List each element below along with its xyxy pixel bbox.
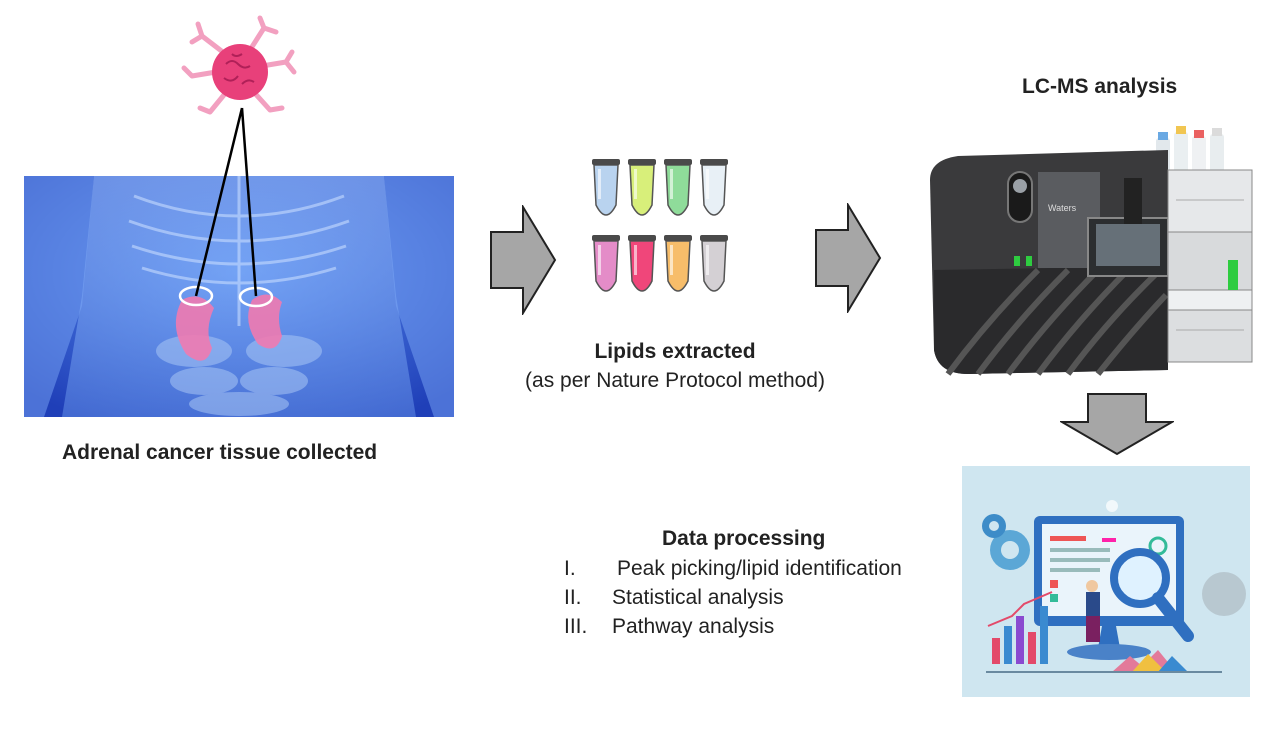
- data-analysis-illustration: [962, 466, 1250, 697]
- lipids-caption: Lipids extracted: [594, 340, 756, 363]
- processing-step-1: I. Peak picking/lipid identification: [564, 554, 954, 583]
- processing-steps: I. Peak picking/lipid identification II.…: [564, 554, 954, 641]
- abdomen-body-image: [24, 176, 454, 417]
- lcms-caption: LC-MS analysis: [1022, 75, 1178, 98]
- arrow-down: [1060, 393, 1174, 456]
- step-number: III.: [564, 615, 588, 638]
- step-text: Statistical analysis: [612, 586, 784, 609]
- tube: [592, 159, 620, 216]
- tube: [592, 235, 620, 292]
- processing-step-2: II. Statistical analysis: [564, 583, 954, 612]
- cancer-cell-illustration: [181, 15, 297, 115]
- step-text: Peak picking/lipid identification: [617, 557, 902, 580]
- step-text: Pathway analysis: [612, 615, 775, 638]
- processing-title: Data processing: [662, 527, 826, 550]
- tube: [700, 159, 728, 216]
- microcentrifuge-tubes: [592, 159, 728, 292]
- tube: [664, 235, 692, 292]
- brand-label: Waters: [1048, 203, 1077, 213]
- step-number: I.: [564, 557, 576, 580]
- lipids-subcaption: (as per Nature Protocol method): [525, 369, 825, 392]
- tube: [664, 159, 692, 216]
- tube: [700, 235, 728, 292]
- pointer-lines: [194, 107, 258, 297]
- tissue-caption: Adrenal cancer tissue collected: [62, 441, 378, 464]
- processing-step-3: III. Pathway analysis: [564, 612, 954, 641]
- arrow-right-1: [490, 205, 557, 315]
- lcms-instrument-image: Waters: [930, 126, 1253, 376]
- step-number: II.: [564, 586, 582, 609]
- tube: [628, 159, 656, 216]
- arrow-right-2: [815, 203, 882, 313]
- tube: [628, 235, 656, 292]
